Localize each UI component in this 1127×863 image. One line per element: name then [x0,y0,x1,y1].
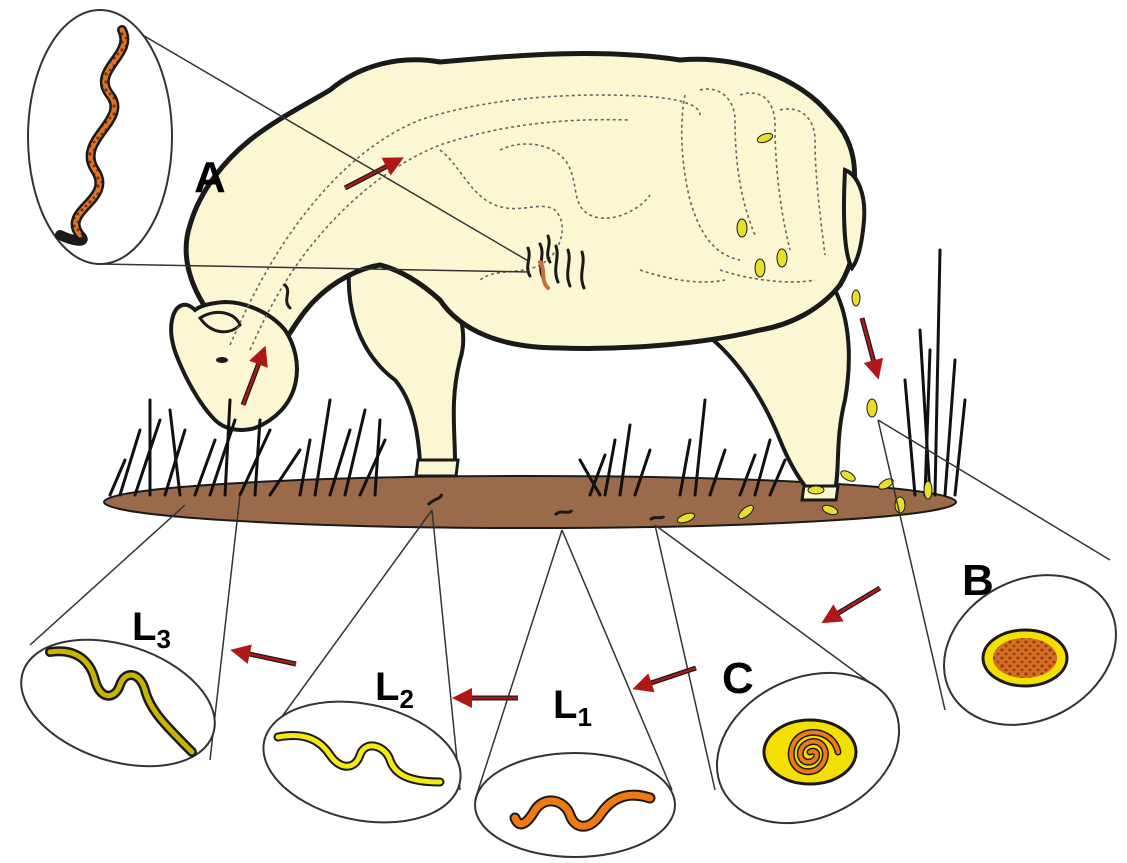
label-L1: L1 [553,683,592,732]
callout-L2: L2 [252,510,472,840]
sheep-tail [844,170,864,268]
label-A: A [194,153,226,202]
sheep [171,54,864,500]
callout-C: C [655,525,924,852]
sheep-eye [216,357,228,363]
callout-L1: L1 [475,530,675,857]
callout-B: B [878,420,1127,754]
grass-tuft-far-right [905,250,965,495]
callout-L3: L3 [5,495,240,789]
label-B: B [962,556,994,605]
label-L2: L2 [375,665,414,714]
callout-L1-lens [475,753,675,857]
callout-L2-lens [252,684,472,839]
callout-L3-lens [5,617,231,789]
sheep-front-hoof [416,460,458,476]
label-C: C [722,654,754,703]
label-L3: L3 [132,605,171,654]
